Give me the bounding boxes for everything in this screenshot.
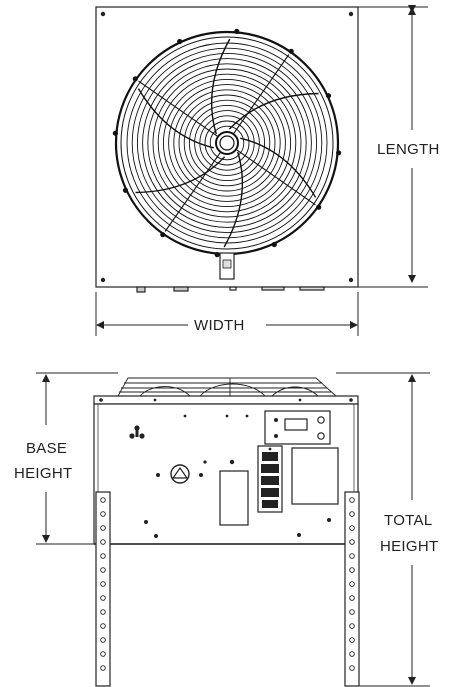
- total-height-label-line2: HEIGHT: [380, 538, 438, 555]
- corner-bolts: [100, 11, 354, 283]
- mounting-holes: [144, 414, 331, 538]
- electrical-hazard-icon: [129, 425, 145, 439]
- length-dimension: [358, 5, 428, 288]
- access-panel-right: [291, 447, 339, 505]
- width-dimension: [95, 292, 359, 336]
- lifting-point-icon: [170, 464, 190, 484]
- top-view: [95, 6, 359, 293]
- bottom-fittings: [136, 286, 325, 293]
- access-panel-left: [219, 470, 249, 526]
- length-label: LENGTH: [377, 141, 440, 158]
- support-legs: [95, 491, 360, 687]
- fan-guard-profile: [117, 377, 338, 397]
- base-height-label-line2: HEIGHT: [14, 465, 72, 482]
- leg-left: [95, 491, 111, 687]
- base-height-dimension: [36, 372, 118, 545]
- total-height-label-line1: TOTAL: [384, 512, 432, 529]
- total-height-dimension: [336, 372, 430, 687]
- leg-right: [344, 491, 360, 687]
- base-height-label-line1: BASE: [26, 440, 67, 457]
- terminal-strip: [257, 445, 283, 513]
- side-view: [93, 377, 359, 545]
- width-label: WIDTH: [194, 317, 245, 334]
- cabinet-top-lip: [93, 395, 359, 405]
